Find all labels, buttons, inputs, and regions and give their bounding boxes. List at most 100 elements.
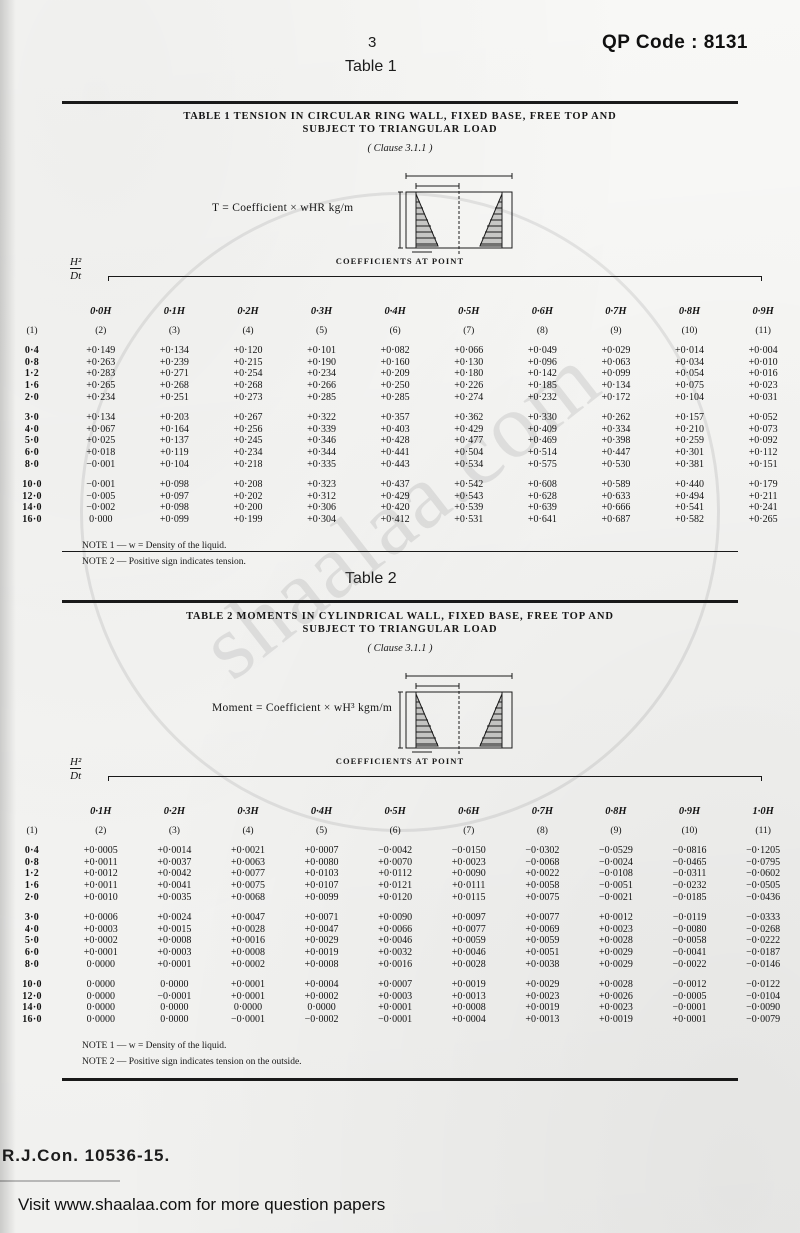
table1-point-header: 0·3H (310, 306, 333, 317)
coefficient-cell: +0·0002 (304, 990, 339, 1002)
table1-title-line2: SUBJECT TO TRIANGULAR LOAD (302, 124, 498, 135)
table-row: 1·2+0·0012+0·0042+0·0077+0·0103+0·0112+0… (0, 868, 800, 880)
row-header-ratio: 14·0 (22, 1002, 42, 1014)
page-number: 3 (368, 34, 377, 51)
coefficient-cell: +0·232 (527, 391, 557, 403)
coefficient-cell: +0·0112 (378, 868, 412, 880)
coefficient-cell: −0·0104 (746, 990, 781, 1002)
table1-row-header-fraction: H² Dt (70, 256, 82, 282)
coefficient-cell: −0·0333 (746, 912, 781, 924)
coefficient-cell: +0·542 (454, 479, 484, 491)
table2-point-header: 0·5H (384, 806, 406, 817)
coefficient-cell: −0·0068 (525, 856, 560, 868)
table1-column-number-row: (1) (2) (3) (4) (5) (6) (7) (8) (9) (10)… (0, 326, 800, 346)
coefficient-cell: +0·099 (159, 513, 189, 525)
coefficient-cell: +0·0012 (83, 868, 118, 880)
coefficient-cell: +0·0019 (525, 1002, 560, 1014)
table1-column-number: (5) (316, 325, 328, 336)
coefficient-cell: +0·357 (380, 412, 410, 424)
table-row: 4·0+0·0003+0·0015+0·0028+0·0047+0·0066+0… (0, 924, 800, 936)
coefficient-cell: −0·0122 (746, 979, 781, 991)
row-header-ratio: 10·0 (22, 479, 42, 491)
coefficient-cell: −0·0051 (598, 879, 633, 891)
coefficient-cell: +0·101 (307, 345, 337, 357)
coefficient-cell: +0·633 (601, 490, 631, 502)
table2-point-header: 0·6H (458, 806, 480, 817)
coefficient-cell: +0·0004 (304, 979, 339, 991)
coefficient-cell: +0·0008 (304, 958, 339, 970)
coefficient-cell: +0·234 (307, 368, 337, 380)
coefficient-cell: +0·335 (307, 458, 337, 470)
coefficient-cell: +0·0042 (157, 868, 192, 880)
table1-coefficients-caption: COEFFICIENTS AT POINT (335, 256, 465, 266)
table1-note-1: NOTE 1 — w = Density of the liquid. (82, 540, 227, 551)
coefficient-cell: −0·0108 (598, 868, 633, 880)
coefficient-cell: +0·531 (454, 513, 484, 525)
coefficient-cell: +0·029 (601, 345, 631, 357)
row-header-ratio: 3·0 (24, 412, 40, 424)
coefficient-cell: −0·005 (86, 490, 116, 502)
coefficient-cell: +0·0097 (451, 912, 486, 924)
coefficient-cell: +0·267 (233, 412, 263, 424)
coefficient-cell: +0·441 (380, 446, 410, 458)
coefficient-cell: −0·0041 (672, 946, 707, 958)
coefficient-cell: +0·266 (307, 379, 337, 391)
coefficient-cell: +0·164 (159, 423, 189, 435)
coefficient-cell: +0·0046 (451, 946, 486, 958)
table2-column-number: (4) (242, 825, 254, 836)
table2-column-number: (5) (316, 825, 328, 836)
coefficient-cell: +0·428 (380, 435, 410, 447)
coefficient-cell: +0·0077 (451, 923, 486, 935)
coefficient-cell: +0·429 (380, 490, 410, 502)
coefficient-cell: +0·534 (454, 458, 484, 470)
coefficient-cell: +0·447 (601, 446, 631, 458)
coefficient-cell: +0·092 (748, 435, 778, 447)
table1-body: 0·4+0·149+0·134+0·120+0·101+0·082+0·066+… (0, 345, 800, 525)
coefficient-cell: +0·259 (675, 435, 705, 447)
table2-point-header: 0·3H (237, 806, 259, 817)
coefficient-cell: +0·398 (601, 435, 631, 447)
coefficient-cell: +0·203 (159, 412, 189, 424)
coefficient-cell: −0·0146 (746, 958, 781, 970)
table1-point-header: 0·0H (90, 306, 112, 317)
coefficient-cell: +0·200 (233, 502, 263, 514)
coefficient-cell: 0·0000 (160, 1002, 189, 1014)
coefficient-cell: +0·215 (233, 356, 263, 368)
coefficient-cell: +0·098 (159, 502, 189, 514)
coefficient-cell: −0·0232 (672, 879, 707, 891)
row-header-ratio: 14·0 (22, 502, 42, 514)
coefficient-cell: +0·628 (527, 490, 557, 502)
table1-column-number: (10) (681, 325, 698, 336)
coefficient-cell: +0·440 (675, 479, 705, 491)
coefficient-cell: +0·543 (454, 490, 484, 502)
coefficient-cell: +0·0008 (230, 946, 265, 958)
coefficient-cell: −0·0022 (672, 958, 707, 970)
table2-column-number: (8) (536, 825, 548, 836)
coefficient-cell: +0·0035 (157, 891, 192, 903)
coefficient-cell: +0·0047 (304, 923, 339, 935)
coefficient-cell: +0·263 (86, 356, 116, 368)
coefficient-cell: −0·0465 (672, 856, 707, 868)
coefficient-cell: +0·250 (380, 379, 410, 391)
row-header-ratio: 1·6 (24, 379, 40, 391)
row-header-ratio: 2·0 (24, 391, 40, 403)
coefficient-cell: −0·0058 (672, 935, 707, 947)
coefficient-cell: +0·0001 (83, 946, 118, 958)
coefficient-cell: +0·157 (675, 412, 705, 424)
row-group-gap (0, 903, 800, 912)
coefficient-cell: −0·0001 (378, 1013, 413, 1025)
coefficient-cell: +0·346 (307, 435, 337, 447)
coefficient-cell: +0·0029 (304, 935, 339, 947)
coefficient-cell: +0·0120 (378, 891, 413, 903)
coefficient-cell: +0·0090 (451, 868, 486, 880)
coefficient-cell: +0·0046 (378, 935, 413, 947)
coefficient-cell: +0·0003 (157, 946, 192, 958)
coefficient-cell: +0·234 (233, 446, 263, 458)
row-header-ratio: 6·0 (24, 946, 40, 958)
coefficient-cell: +0·312 (307, 490, 337, 502)
coefficient-cell: +0·0001 (230, 990, 265, 1002)
coefficient-cell: +0·0029 (598, 946, 633, 958)
tank-section-figure-2 (398, 664, 520, 756)
coefficient-cell: +0·251 (159, 391, 189, 403)
